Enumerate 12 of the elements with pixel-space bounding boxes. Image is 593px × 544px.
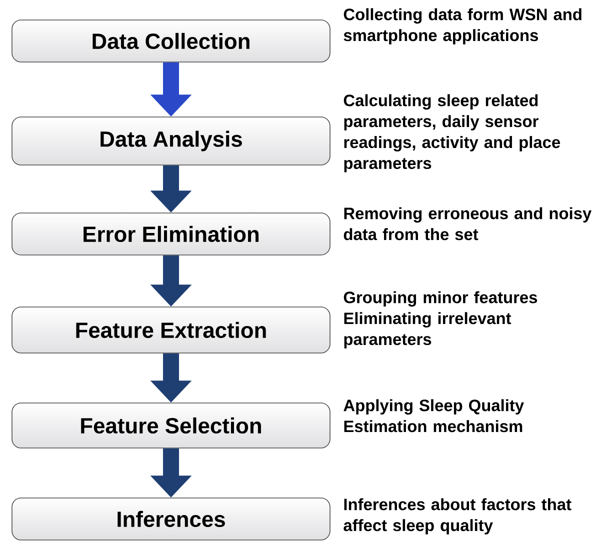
process-box: Error Elimination <box>12 212 330 256</box>
side-note: Calculating sleep related parameters, daily sensor readings, activity and place parameters <box>344 94 560 172</box>
process-box: Inferences <box>12 498 330 540</box>
process-box: Data Analysis <box>12 116 330 166</box>
process-box: Feature Extraction <box>12 306 330 354</box>
side-note: Grouping minor features Eliminating irrelevant parameters <box>344 291 538 348</box>
side-note: Applying Sleep Quality Estimation mechanism <box>344 399 524 432</box>
side-note: Removing erroneous and noisy data from the set <box>344 207 592 240</box>
process-box: Data Collection <box>12 20 330 62</box>
side-note: Collecting data form WSN and smartphone applications <box>344 8 582 44</box>
side-note: Inferences about factors that affect sleep quality <box>344 498 572 534</box>
process-box: Feature Selection <box>12 402 330 448</box>
